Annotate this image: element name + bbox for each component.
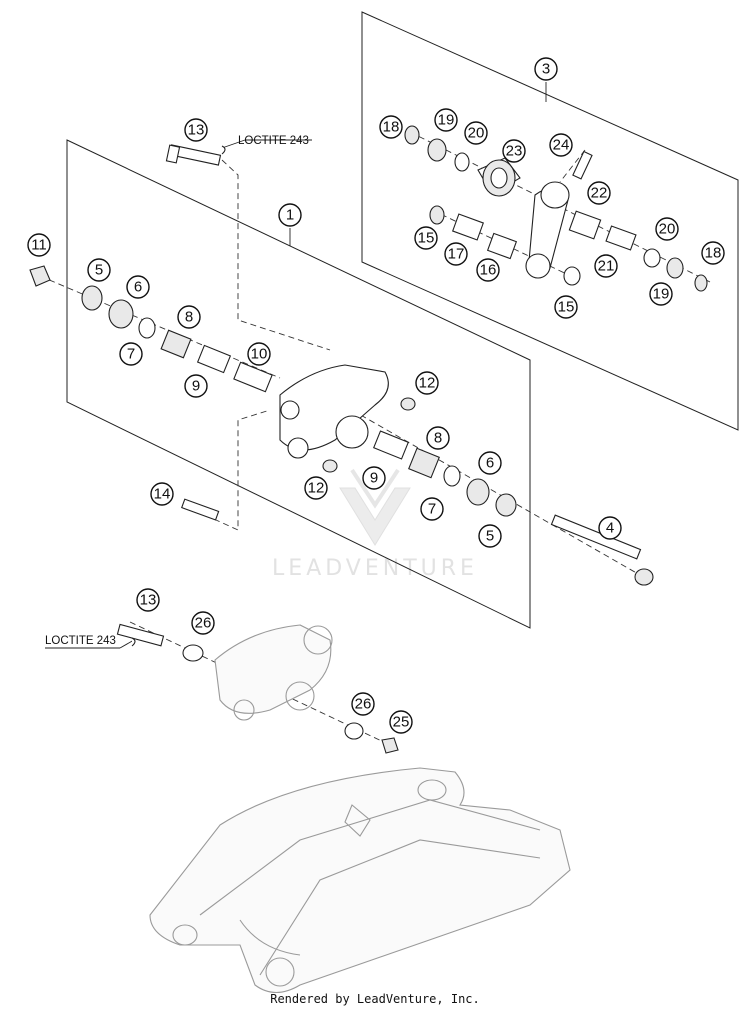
svg-text:10: 10 <box>251 346 268 363</box>
group-frame-3 <box>361 11 739 431</box>
lever-group-parts <box>404 125 708 292</box>
callout-25: 25 <box>389 710 413 734</box>
svg-text:13: 13 <box>188 122 205 139</box>
callout-6b: 6 <box>478 451 502 475</box>
svg-text:12: 12 <box>419 375 436 392</box>
svg-text:15: 15 <box>418 230 435 247</box>
svg-text:23: 23 <box>506 143 523 160</box>
callout-18b: 18 <box>701 241 725 265</box>
svg-text:7: 7 <box>428 501 436 518</box>
loctite-note-bottom: LOCTITE 243 <box>45 635 116 647</box>
callout-20a: 20 <box>464 121 488 145</box>
callout-13b: 13 <box>136 588 160 612</box>
svg-text:13: 13 <box>140 592 157 609</box>
svg-text:16: 16 <box>480 262 497 279</box>
footer-credit: Rendered by LeadVenture, Inc. <box>270 992 480 1006</box>
callout-5b: 5 <box>478 524 502 548</box>
svg-text:11: 11 <box>31 237 47 254</box>
callout-14: 14 <box>150 482 174 506</box>
svg-text:24: 24 <box>553 137 570 154</box>
svg-text:6: 6 <box>486 455 494 472</box>
callout-22: 22 <box>587 181 611 205</box>
svg-text:7: 7 <box>127 346 135 363</box>
svg-text:5: 5 <box>486 528 494 545</box>
svg-text:9: 9 <box>370 470 378 487</box>
svg-text:4: 4 <box>606 520 614 537</box>
callout-20b: 20 <box>655 217 679 241</box>
callout-3: 3 <box>534 57 558 81</box>
assembled-lever <box>116 623 399 754</box>
callout-1: 1 <box>278 203 302 227</box>
callout-9b: 9 <box>362 466 386 490</box>
callout-17: 17 <box>444 242 468 266</box>
svg-text:20: 20 <box>659 221 676 238</box>
svg-text:15: 15 <box>558 299 575 316</box>
svg-text:18: 18 <box>705 245 722 262</box>
svg-text:12: 12 <box>308 480 325 497</box>
loctite-note-top: LOCTITE 243 <box>238 135 309 147</box>
svg-text:22: 22 <box>591 185 608 202</box>
svg-text:19: 19 <box>653 286 670 303</box>
svg-text:17: 17 <box>448 246 465 263</box>
group-frame-1 <box>66 139 531 629</box>
svg-text:14: 14 <box>154 486 171 503</box>
callout-19b: 19 <box>649 282 673 306</box>
svg-text:5: 5 <box>95 262 103 279</box>
callout-9a: 9 <box>184 374 208 398</box>
svg-text:26: 26 <box>195 615 212 632</box>
callout-19a: 19 <box>434 108 458 132</box>
svg-text:18: 18 <box>383 119 400 136</box>
callout-26a: 26 <box>191 611 215 635</box>
callout-24: 24 <box>549 133 573 157</box>
callout-8b: 8 <box>426 426 450 450</box>
svg-text:19: 19 <box>438 112 455 129</box>
svg-text:8: 8 <box>434 430 442 447</box>
svg-text:6: 6 <box>134 279 142 296</box>
svg-text:8: 8 <box>185 309 193 326</box>
watermark-text: LEADVENTURE <box>272 556 478 581</box>
watermark: LEADVENTURE <box>272 468 478 581</box>
callout-6a: 6 <box>126 275 150 299</box>
callout-11: 11 <box>27 233 51 257</box>
callout-5a: 5 <box>87 258 111 282</box>
callout-4: 4 <box>598 516 622 540</box>
callout-23: 23 <box>502 139 526 163</box>
svg-text:21: 21 <box>598 258 615 275</box>
callout-10: 10 <box>247 342 271 366</box>
callout-16: 16 <box>476 258 500 282</box>
callout-21: 21 <box>594 254 618 278</box>
svg-text:26: 26 <box>355 696 372 713</box>
svg-text:20: 20 <box>468 125 485 142</box>
svg-text:9: 9 <box>192 378 200 395</box>
swingarm-outline <box>149 767 571 994</box>
callout-26b: 26 <box>351 692 375 716</box>
callout-7a: 7 <box>119 342 143 366</box>
svg-text:25: 25 <box>393 714 410 731</box>
svg-text:1: 1 <box>286 207 294 224</box>
callout-8a: 8 <box>177 305 201 329</box>
callout-15a: 15 <box>414 226 438 250</box>
callout-12b: 12 <box>304 476 328 500</box>
callout-15b: 15 <box>554 295 578 319</box>
callout-13a: 13 <box>184 118 208 142</box>
callout-7b: 7 <box>420 497 444 521</box>
callout-12a: 12 <box>415 371 439 395</box>
prolever-group-parts <box>29 144 654 586</box>
callout-18a: 18 <box>379 115 403 139</box>
svg-text:3: 3 <box>542 61 550 78</box>
